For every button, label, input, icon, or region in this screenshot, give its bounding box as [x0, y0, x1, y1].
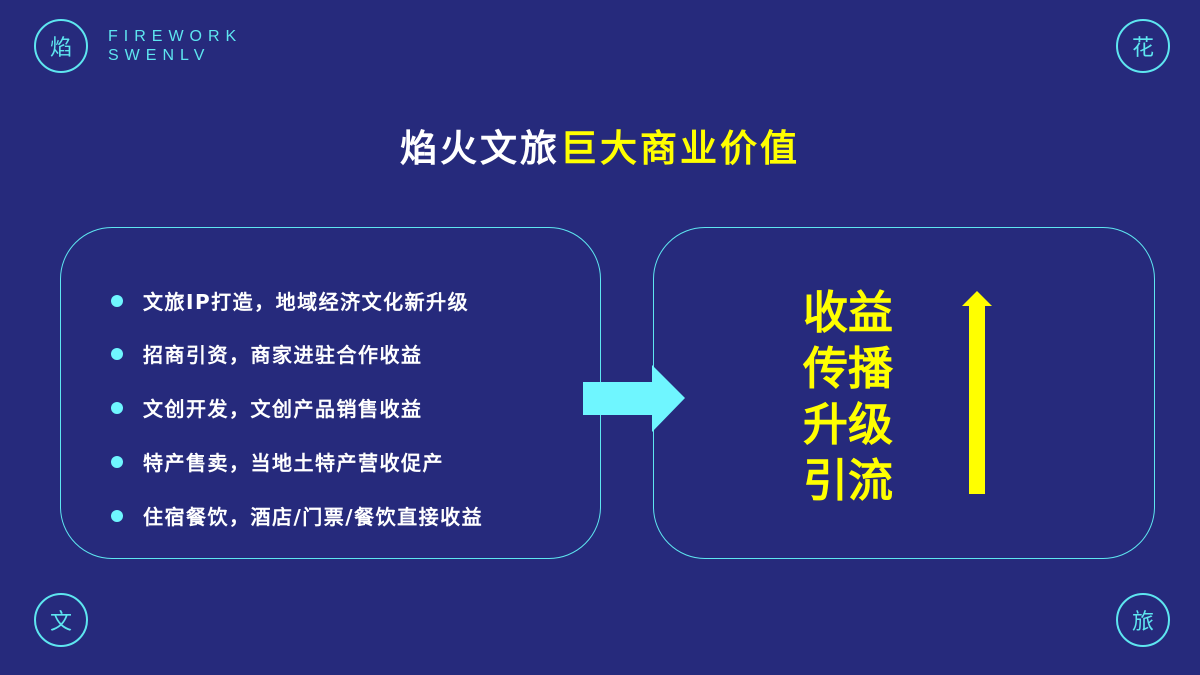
list-item: 住宿餐饮，酒店/门票/餐饮直接收益 — [111, 501, 483, 530]
corner-badge-wen: 文 — [34, 593, 88, 647]
value-item: 引流 — [803, 454, 894, 507]
list-item: 文旅IP打造，地域经济文化新升级 — [111, 286, 469, 315]
list-item-text: 招商引资，商家进驻合作收益 — [143, 343, 423, 367]
list-item-text: 文创开发，文创产品销售收益 — [143, 397, 423, 421]
bullet-icon — [111, 509, 123, 522]
title-white: 焰火文旅 — [400, 127, 560, 170]
value-item: 升级 — [803, 398, 894, 451]
brand-text: FIREWORK SWENLV — [108, 27, 242, 65]
bullet-icon — [111, 294, 123, 307]
corner-badge-yan: 焰 — [34, 19, 88, 73]
list-item-text: 特产售卖，当地土特产营收促产 — [143, 451, 444, 475]
title-highlight: 巨大商业价值 — [560, 127, 800, 170]
right-arrow-icon — [583, 365, 685, 432]
bullet-icon — [111, 455, 123, 468]
list-item-text: 文旅IP打造，地域经济文化新升级 — [143, 290, 470, 314]
list-item: 特产售卖，当地土特产营收促产 — [111, 447, 444, 476]
bullet-icon — [111, 347, 123, 360]
corner-badge-lv: 旅 — [1116, 593, 1170, 647]
list-item: 招商引资，商家进驻合作收益 — [111, 339, 423, 368]
list-item: 文创开发，文创产品销售收益 — [111, 393, 423, 422]
value-item: 传播 — [803, 342, 894, 395]
up-arrow-icon — [962, 291, 992, 494]
page-title: 焰火文旅巨大商业价值 — [0, 118, 1200, 172]
corner-badge-hua: 花 — [1116, 19, 1170, 73]
list-item-text: 住宿餐饮，酒店/门票/餐饮直接收益 — [143, 505, 484, 529]
brand-line-2: SWENLV — [108, 47, 211, 64]
brand-line-1: FIREWORK — [108, 28, 243, 45]
value-list: 收益 传播 升级 引流 — [803, 285, 893, 509]
bullet-icon — [111, 401, 123, 414]
value-item: 收益 — [803, 286, 894, 339]
